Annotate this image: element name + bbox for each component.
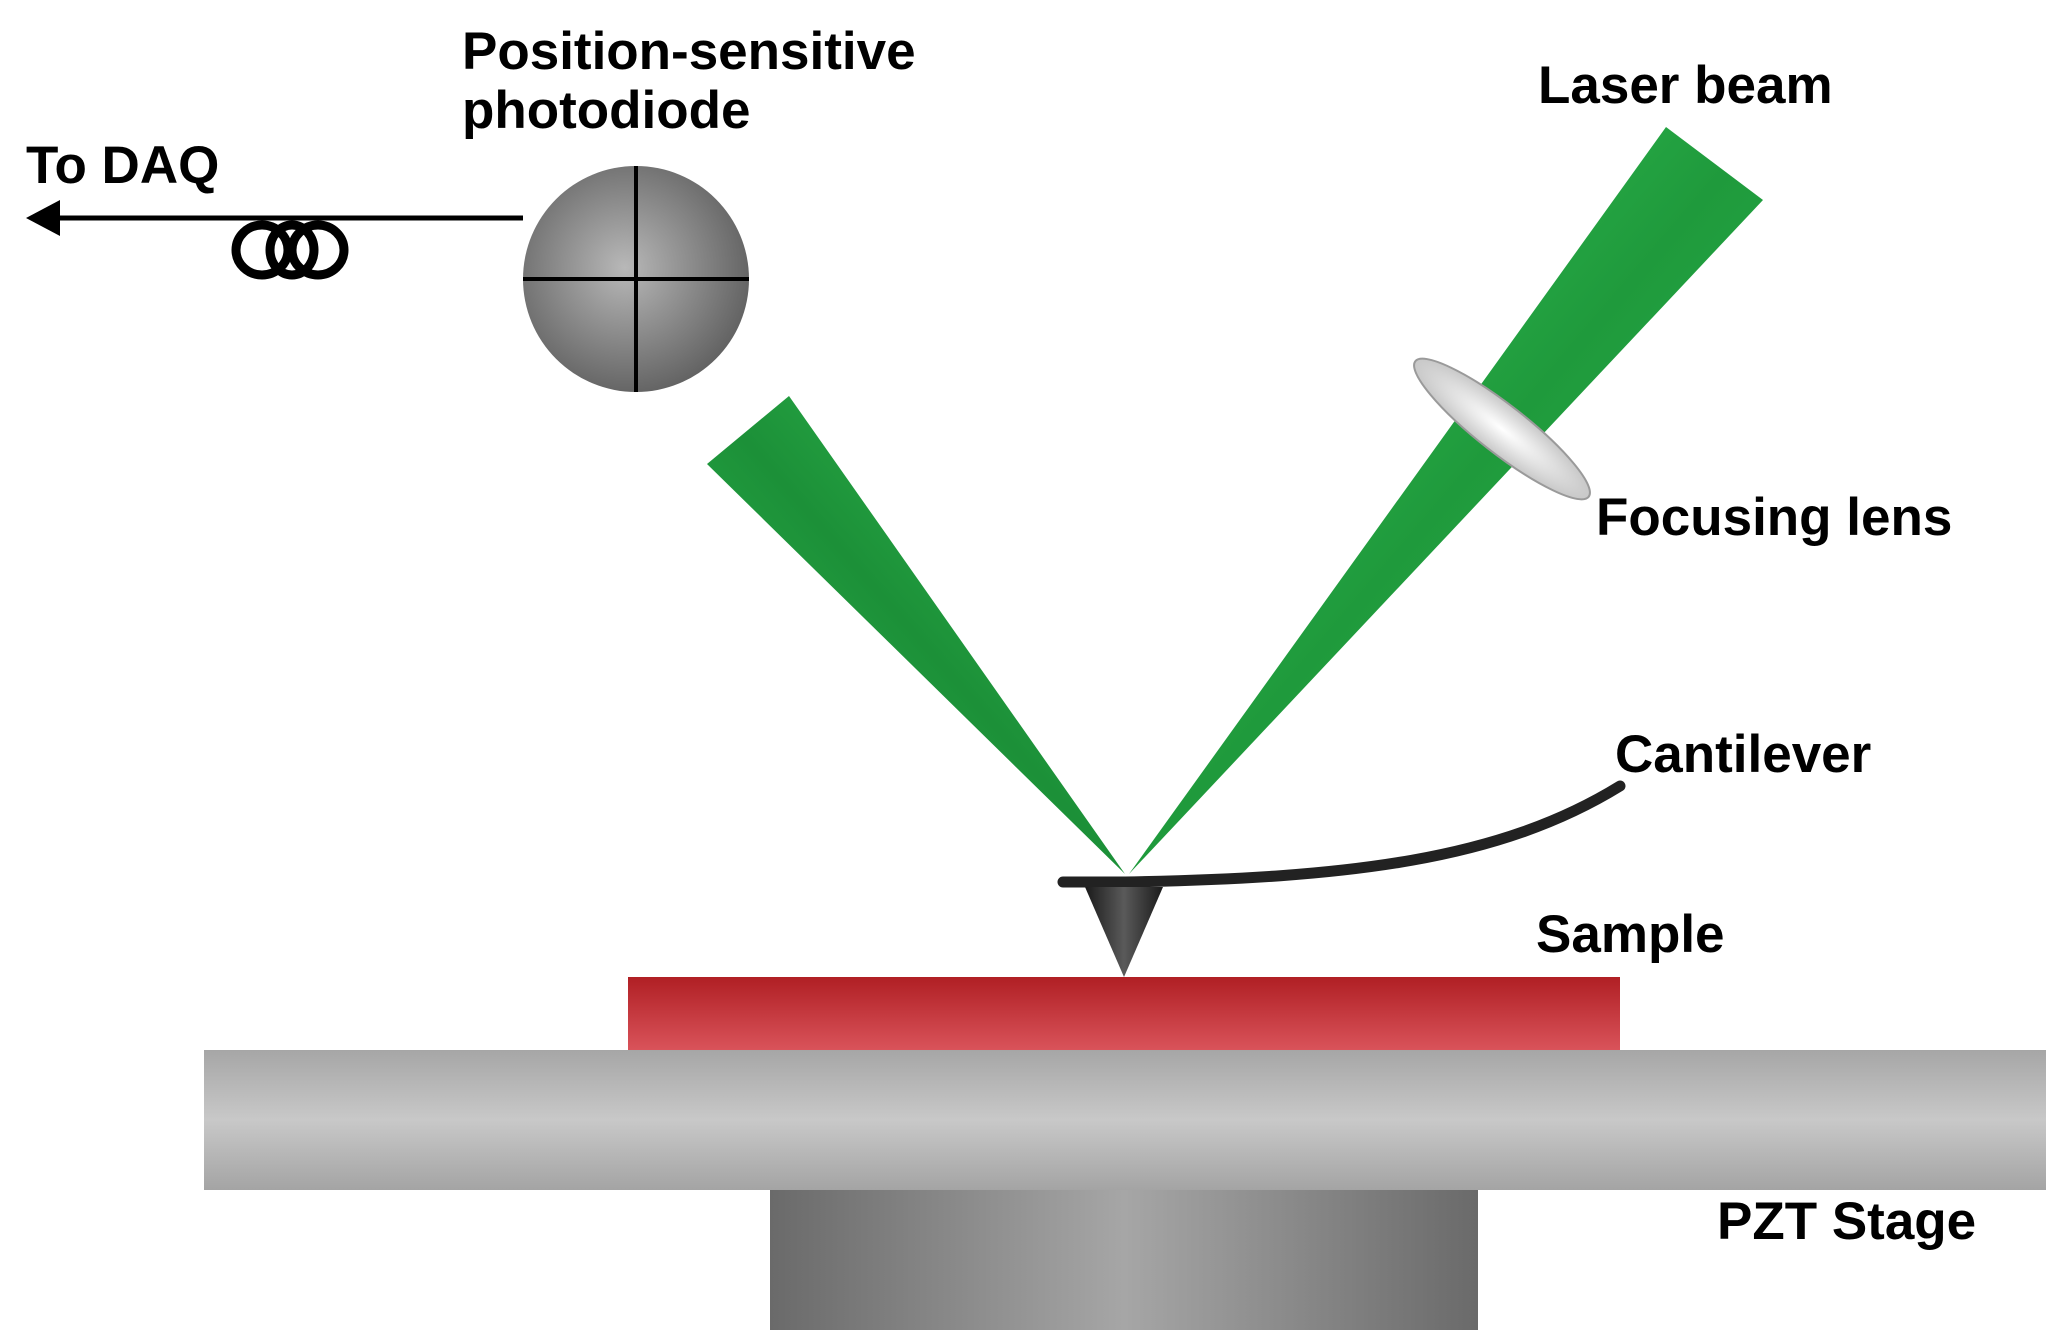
pzt-base-block (770, 1188, 1478, 1330)
photodiode-detector (523, 166, 749, 392)
focusing-lens-label: Focusing lens (1596, 488, 1953, 547)
pzt-stage-plate (204, 1050, 2046, 1190)
reflected-laser-beam (707, 396, 1125, 874)
sample-label: Sample (1536, 905, 1725, 964)
cantilever-arm (1057, 780, 1626, 888)
cantilever-label: Cantilever (1615, 725, 1872, 784)
photodiode-label-line2: photodiode (462, 81, 751, 141)
focusing-lens (1413, 357, 1591, 501)
incident-laser-beam (1129, 127, 1763, 874)
cable-coil-icon (231, 220, 349, 280)
laser-beam-label: Laser beam (1538, 56, 1833, 115)
daq-label: To DAQ (26, 136, 220, 195)
cantilever-tip (1085, 887, 1163, 977)
photodiode-label: Position-sensitive photodiode (462, 22, 916, 141)
daq-arrow-head (26, 200, 60, 236)
photodiode-label-line1: Position-sensitive (462, 22, 916, 81)
sample-layer (628, 977, 1620, 1050)
pzt-stage-label: PZT Stage (1717, 1192, 1977, 1251)
